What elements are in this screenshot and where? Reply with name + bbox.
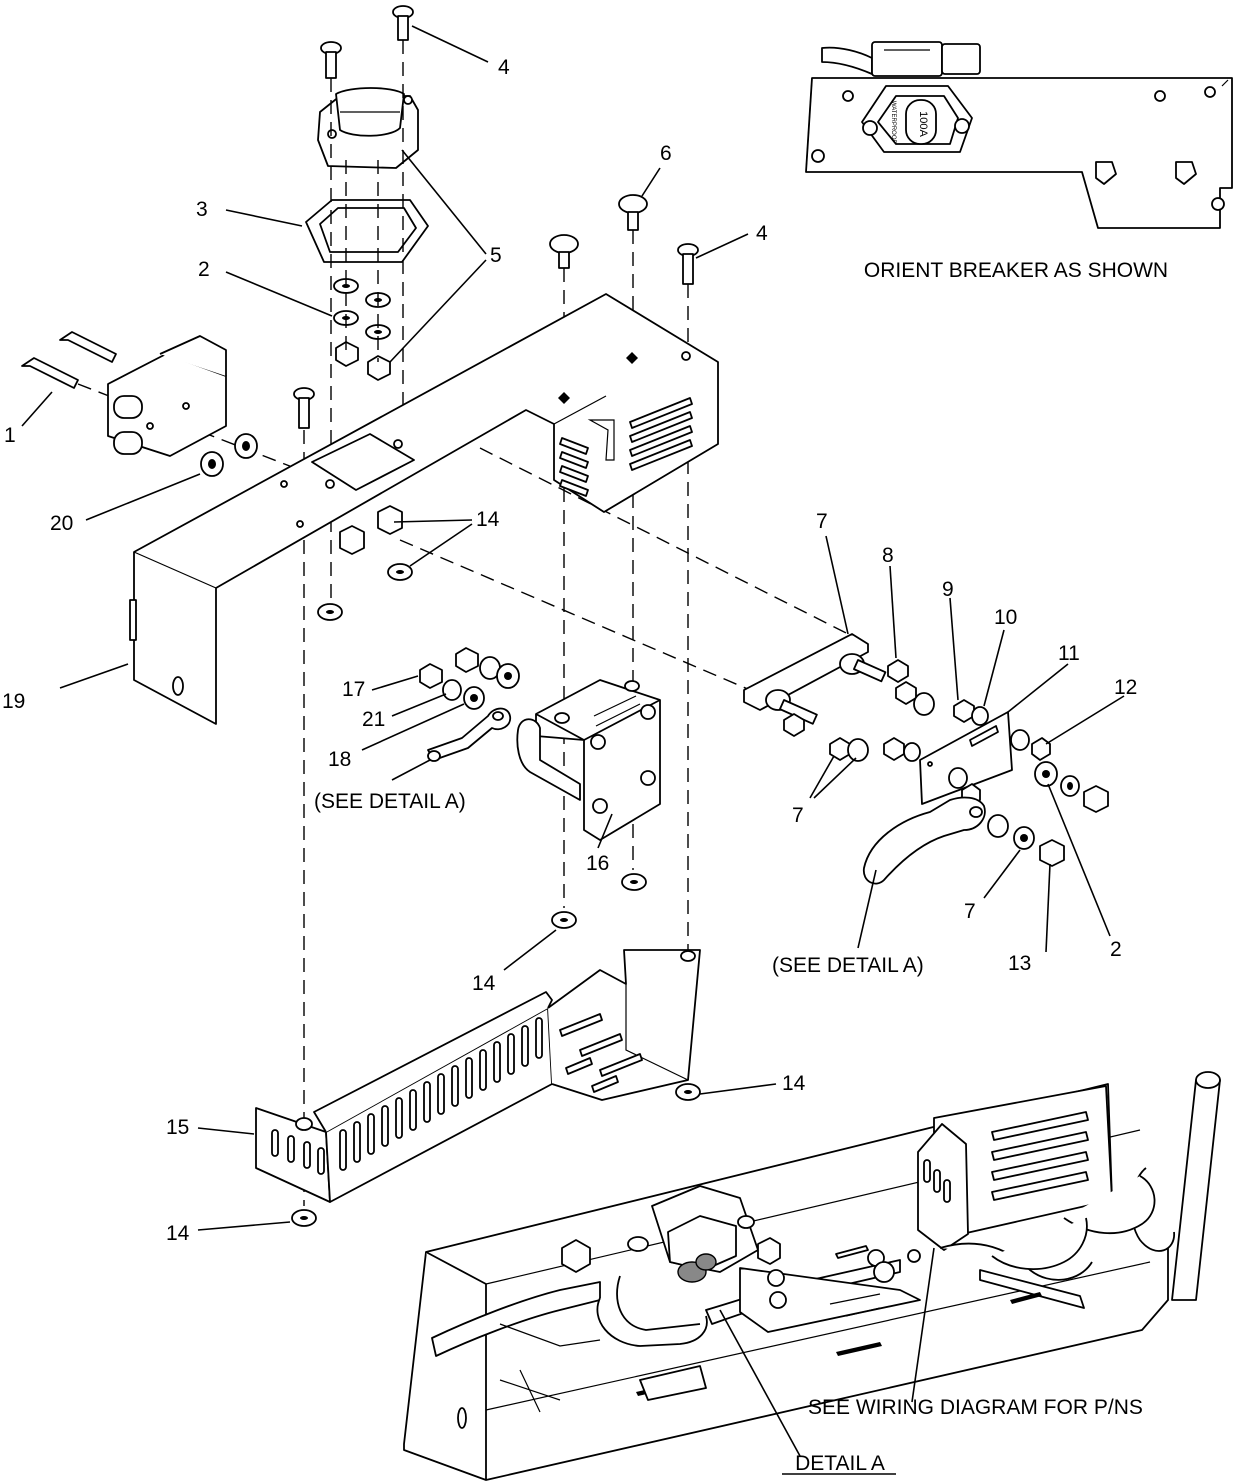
screw-top-right	[392, 5, 414, 41]
callout-16: 16	[586, 852, 609, 875]
breaker-assembly	[305, 5, 429, 381]
breaker-brand-text: WATERPROOF	[890, 101, 896, 144]
callout-7-low: 7	[964, 900, 976, 923]
callout-19: 19	[2, 690, 25, 713]
callout-7-top: 7	[816, 510, 828, 533]
callout-14-right: 14	[782, 1072, 806, 1095]
breaker-rating-text: 100A	[917, 111, 929, 137]
callout-4-right: 4	[756, 222, 768, 245]
callout-4-top: 4	[498, 56, 510, 79]
callout-14-upper: 14	[476, 508, 500, 531]
callout-14-bottom: 14	[166, 1222, 190, 1245]
callout-17: 17	[342, 678, 365, 701]
callout-5: 5	[490, 244, 502, 267]
detail-a-title: DETAIL A	[795, 1452, 885, 1475]
orient-breaker-note: ORIENT BREAKER AS SHOWN	[864, 259, 1168, 282]
connector-1	[21, 331, 258, 477]
callout-10: 10	[994, 606, 1017, 629]
callout-11: 11	[1058, 642, 1080, 665]
callout-6: 6	[660, 142, 672, 165]
callout-21: 21	[362, 708, 385, 731]
shunt-assembly	[743, 633, 1109, 885]
callout-9: 9	[942, 578, 954, 601]
callout-3: 3	[196, 198, 208, 221]
callout-15: 15	[166, 1116, 189, 1139]
callout-8: 8	[882, 544, 894, 567]
callout-18: 18	[328, 748, 351, 771]
detail-a-assembly	[403, 1071, 1221, 1481]
callout-2-left: 2	[198, 258, 210, 281]
nuts-14-upper	[317, 505, 413, 621]
callout-2-right: 2	[1110, 938, 1122, 961]
callout-1: 1	[4, 424, 16, 447]
top-cover-19	[129, 293, 719, 725]
callout-20: 20	[50, 512, 73, 535]
see-detail-a-left: (SEE DETAIL A)	[314, 790, 466, 813]
see-wiring-diagram-note: SEE WIRING DIAGRAM FOR P/NS	[808, 1396, 1143, 1419]
relay-16	[419, 647, 661, 841]
screw-top-left	[320, 41, 342, 79]
callout-12: 12	[1114, 676, 1137, 699]
assembly-lines	[77, 40, 861, 1206]
breaker-orientation-inset: 100A WATERPROOF	[805, 41, 1233, 229]
callouts: 4 4 6 3 2 5 1 20 14 19 17 21 18 (SEE DET…	[2, 56, 1143, 1419]
callout-7-mid: 7	[792, 804, 804, 827]
leader-lines	[21, 25, 1125, 1457]
fasteners-top	[293, 194, 699, 429]
cover-vents	[559, 397, 693, 497]
callout-14-mid: 14	[472, 972, 496, 995]
base-vents	[271, 1013, 643, 1175]
callout-13: 13	[1008, 952, 1031, 975]
base-bracket-15	[255, 949, 701, 1203]
see-detail-a-right: (SEE DETAIL A)	[772, 954, 924, 977]
nuts-14-lower	[291, 873, 701, 1227]
